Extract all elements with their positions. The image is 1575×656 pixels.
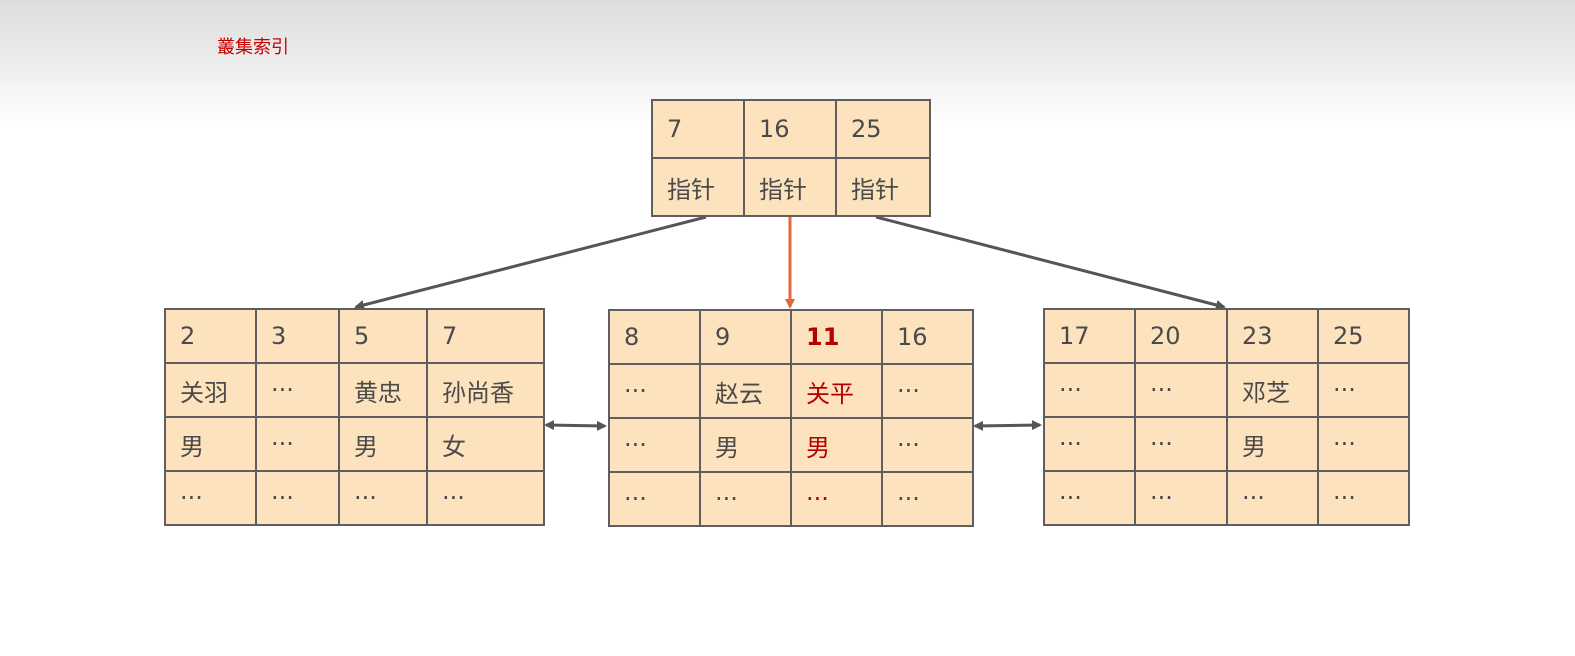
leaf-key: 20 [1134,308,1228,364]
leaf-node-middle: 8 9 11 16 ··· 赵云 关平 ··· ··· 男 男 ··· ··· … [608,309,974,527]
leaf-node-right: 17 20 23 25 ··· ··· 邓芝 ··· ··· ··· 男 ···… [1043,308,1410,526]
leaf-key: 9 [699,309,792,365]
leaf-key: 8 [608,309,701,365]
leaf-name: ··· [1134,362,1228,418]
leaf-other: ··· [1134,470,1228,526]
leaf-gender: ··· [608,417,701,473]
leaf-node-left: 2 3 5 7 关羽 ··· 黄忠 孙尚香 男 ··· 男 女 ··· ··· … [164,308,545,526]
root-pointer-row: 指针 指针 指针 [651,157,931,217]
leaf-name: ··· [1317,362,1410,418]
leaf-key: 3 [255,308,340,364]
leaf-other: ··· [1043,470,1136,526]
leaf-gender: 男 [338,416,428,472]
leaf-other-row: ··· ··· ··· ··· [164,470,545,526]
leaf-name: 孙尚香 [426,362,545,418]
root-key: 16 [743,99,837,159]
root-pointer: 指针 [743,157,837,217]
link-middle-right-leaf [973,420,1042,431]
leaf-key: 23 [1226,308,1319,364]
leaf-key: 2 [164,308,257,364]
leaf-gender: 女 [426,416,545,472]
leaf-other: ··· [1226,470,1319,526]
highlighted-leaf-key: 11 [790,309,883,365]
leaf-name: ··· [255,362,340,418]
leaf-gender: ··· [881,417,974,473]
leaf-gender: ··· [1134,416,1228,472]
leaf-name: ··· [881,363,974,419]
leaf-key: 25 [1317,308,1410,364]
leaf-gender: 男 [699,417,792,473]
leaf-other: ··· [699,471,792,527]
leaf-name: ··· [1043,362,1136,418]
leaf-key-row: 8 9 11 16 [608,309,974,365]
leaf-gender: 男 [1226,416,1319,472]
leaf-name-row: 关羽 ··· 黄忠 孙尚香 [164,362,545,418]
leaf-key: 7 [426,308,545,364]
leaf-other: ··· [608,471,701,527]
leaf-key: 16 [881,309,974,365]
leaf-key: 5 [338,308,428,364]
leaf-gender: ··· [255,416,340,472]
leaf-name: 黄忠 [338,362,428,418]
leaf-other: ··· [164,470,257,526]
leaf-name: ··· [608,363,701,419]
root-node: 7 16 25 指针 指针 指针 [651,99,931,217]
leaf-name: 关羽 [164,362,257,418]
leaf-key: 17 [1043,308,1136,364]
edge-root-to-right-leaf [875,215,1226,310]
link-left-middle-leaf [544,420,607,431]
highlighted-leaf-gender: 男 [790,417,883,473]
highlighted-leaf-other: ··· [790,471,883,527]
root-key: 7 [651,99,745,159]
leaf-other-row: ··· ··· ··· ··· [1043,470,1410,526]
leaf-other-row: ··· ··· ··· ··· [608,471,974,527]
leaf-name: 邓芝 [1226,362,1319,418]
leaf-name-row: ··· ··· 邓芝 ··· [1043,362,1410,418]
edge-root-to-left-leaf [354,215,707,310]
leaf-other: ··· [255,470,340,526]
page-title: 叢集索引 [217,37,289,58]
leaf-other: ··· [1317,470,1410,526]
root-key: 25 [835,99,931,159]
root-pointer: 指针 [651,157,745,217]
leaf-key-row: 17 20 23 25 [1043,308,1410,364]
highlighted-leaf-name: 关平 [790,363,883,419]
leaf-gender: 男 [164,416,257,472]
leaf-gender-row: 男 ··· 男 女 [164,416,545,472]
leaf-gender: ··· [1317,416,1410,472]
leaf-other: ··· [338,470,428,526]
leaf-name-row: ··· 赵云 关平 ··· [608,363,974,419]
leaf-gender-row: ··· 男 男 ··· [608,417,974,473]
leaf-name: 赵云 [699,363,792,419]
leaf-other: ··· [426,470,545,526]
root-key-row: 7 16 25 [651,99,931,159]
leaf-key-row: 2 3 5 7 [164,308,545,364]
leaf-other: ··· [881,471,974,527]
leaf-gender: ··· [1043,416,1136,472]
leaf-gender-row: ··· ··· 男 ··· [1043,416,1410,472]
root-pointer: 指针 [835,157,931,217]
